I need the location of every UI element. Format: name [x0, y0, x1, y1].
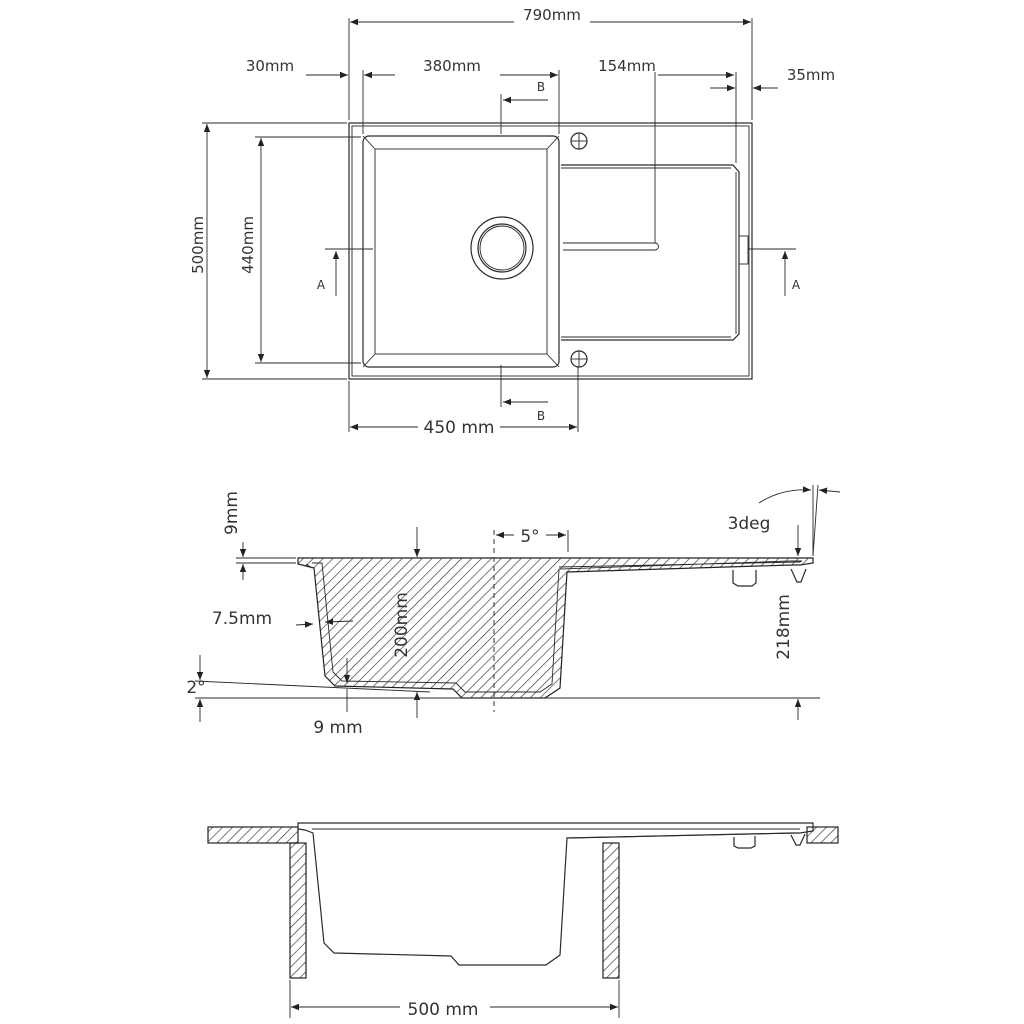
section-a-left: A — [317, 278, 326, 292]
cutout-width-label: 450 mm — [424, 418, 495, 438]
sink-installed — [297, 822, 814, 966]
floor-slope-label: 2° — [186, 678, 205, 698]
bowl-width-label: 380mm — [423, 57, 481, 75]
cabinet-wall-left — [289, 842, 307, 979]
worktop-left — [207, 826, 299, 844]
wall-thickness-label: 7.5mm — [212, 609, 272, 629]
left-margin-label: 30mm — [246, 57, 294, 75]
drain-icon — [470, 216, 534, 280]
drainer-length-label: 154mm — [598, 57, 656, 75]
rim-thickness-label: 9mm — [222, 491, 242, 535]
right-margin-label: 35mm — [787, 66, 835, 84]
drainer-slope-label: 3deg — [728, 514, 771, 534]
section-view: 9mm 7.5mm 200mm 5° 2° 9 mm 218mm 3de — [186, 484, 841, 738]
overall-depth-label: 500mm — [189, 216, 207, 274]
tap-hole-icon — [570, 132, 588, 368]
section-b-bottom: B — [537, 409, 545, 423]
cabinet-width-label: 500 mm — [408, 1000, 479, 1020]
bowl-top — [362, 135, 560, 368]
wall-draft-label: 5° — [520, 527, 539, 547]
worktop-right — [806, 826, 839, 844]
top-view: 790mm 30mm 380mm 154mm 35mm 500mm 440mm — [189, 6, 835, 438]
sink-outline — [348, 122, 753, 380]
install-view: 500 mm — [207, 822, 839, 1020]
total-height-label: 218mm — [774, 594, 794, 660]
section-b-top: B — [537, 80, 545, 94]
bowl-depth-label: 440mm — [239, 216, 257, 274]
floor-thickness-label: 9 mm — [313, 718, 362, 738]
overall-width-label: 790mm — [523, 6, 581, 24]
cabinet-wall-right — [602, 842, 620, 979]
section-a-right: A — [792, 278, 801, 292]
drainer-top — [561, 164, 749, 341]
bowl-height-label: 200mm — [392, 592, 412, 658]
